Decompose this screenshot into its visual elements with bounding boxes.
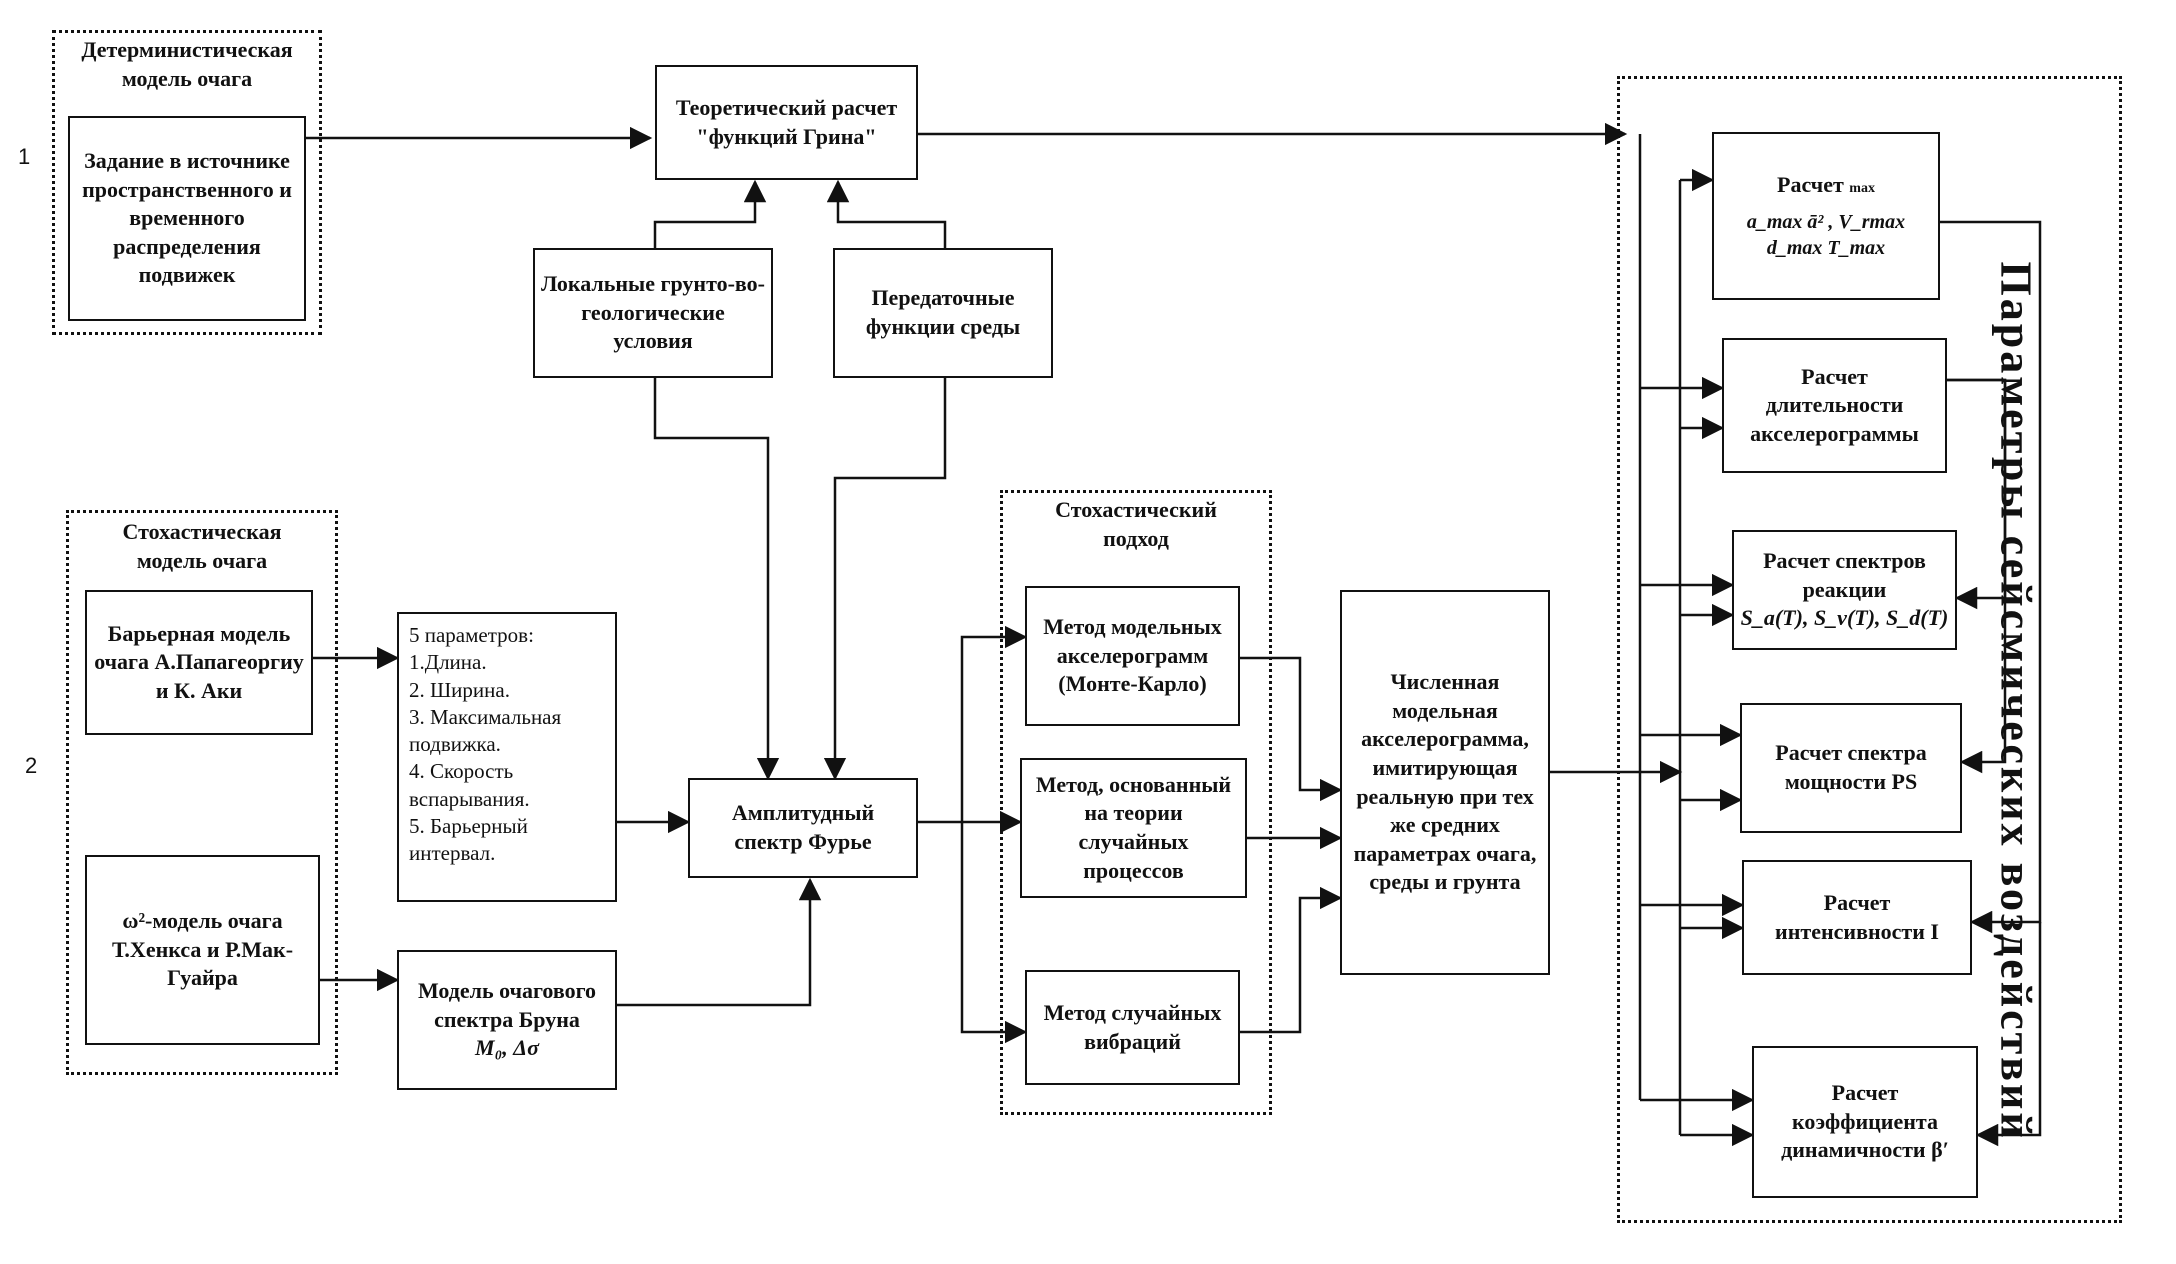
arrow-transfer-to-green <box>826 179 947 248</box>
brune-model-text: Модель очагового спектра Бруна <box>417 978 597 1032</box>
calc-response-title: Расчет спектров реакции <box>1763 548 1926 602</box>
fourier-box: Амплитудный спектр Фурье <box>688 778 918 878</box>
transfer-functions-text: Передаточные функции среды <box>865 285 1021 339</box>
calc-power-box: Расчет спектра мощности PS <box>1740 703 1962 833</box>
random-processes-box: Метод, основанный на теории случайных пр… <box>1020 758 1247 898</box>
param-item-2: 2. Ширина. <box>409 677 510 702</box>
stochastic-approach-group <box>1000 490 1272 1115</box>
calc-duration-text: Расчет длительности акселерограммы <box>1750 363 1919 446</box>
calc-power-text: Расчет спектра мощности PS <box>1775 740 1927 794</box>
seismic-params-title: Параметры сейсмических воздействий <box>1991 261 2041 1141</box>
arrow-local-to-green <box>653 179 767 248</box>
stochastic-model-group-label: Стохастическая модель очага <box>122 519 282 573</box>
calc-response-formula: S_a(T), S_v(T), S_d(T) <box>1740 605 1949 631</box>
arrow-fourier-to-method3 <box>960 822 1028 1044</box>
calc-max-sub: max <box>1849 180 1875 196</box>
brune-model-box: Модель очагового спектра Бруна M₀, Δσ <box>397 950 617 1090</box>
stochastic-approach-group-label: Стохастический подход <box>1055 497 1217 551</box>
omega-model-text: ω²-модель очага Т.Хенкса и Р.Мак-Гуайра <box>111 908 294 991</box>
random-vibrations-box: Метод случайных вибраций <box>1025 970 1240 1085</box>
param-item-5: 5. Барьерный интервал. <box>409 814 528 866</box>
barrier-model-text: Барьерная модель очага А.Папагеоргиу и К… <box>94 620 304 703</box>
calc-max-box: Расчет max a_max ā² , V_rmax d_max T_max <box>1712 132 1940 300</box>
calc-intensity-text: Расчет интенсивности I <box>1775 889 1939 944</box>
omega-model-box: ω²-модель очага Т.Хенкса и Р.Мак-Гуайра <box>85 855 320 1045</box>
fourier-text: Амплитудный спектр Фурье <box>731 800 875 854</box>
monte-carlo-box: Метод модельных акселерограмм (Монте-Кар… <box>1025 586 1240 726</box>
random-vibrations-text: Метод случайных вибраций <box>1043 999 1222 1054</box>
numeric-accelerogram-text: Численная модельная акселерограмма, имит… <box>1353 669 1537 895</box>
feedback-max-to-dynamic <box>1975 922 2042 1147</box>
transfer-functions-box: Передаточные функции среды <box>833 248 1053 378</box>
feedback-max-to-intensity <box>1940 220 2042 934</box>
green-functions-box: Теоретический расчет "функций Грина" <box>655 65 918 180</box>
row-label-2: 2 <box>25 753 38 778</box>
calc-max-line2: d_max T_max <box>1766 237 1886 260</box>
local-conditions-box: Локальные грунто-во-геологические услови… <box>533 248 773 378</box>
source-distribution-box: Задание в источнике пространственного и … <box>68 116 306 321</box>
numeric-accelerogram-box: Численная модельная акселерограмма, имит… <box>1340 590 1550 975</box>
arrow-local-to-fourier <box>653 378 780 781</box>
monte-carlo-text: Метод модельных акселерограмм (Монте-Кар… <box>1043 614 1222 697</box>
calc-response-box: Расчет спектров реакции S_a(T), S_v(T), … <box>1732 530 1957 650</box>
arrow-brune-to-fourier <box>617 877 822 1007</box>
local-conditions-text: Локальные грунто-во-геологические услови… <box>541 271 765 354</box>
row-label-1: 1 <box>18 144 31 169</box>
source-distribution-text: Задание в источнике пространственного и … <box>82 148 292 288</box>
random-processes-text: Метод, основанный на теории случайных пр… <box>1035 771 1232 883</box>
calc-max-title: Расчет max <box>1777 171 1875 200</box>
stochastic-model-group <box>66 510 338 1075</box>
feedback-duration-to-power <box>1947 378 2007 774</box>
deterministic-group-label: Детерминистическая модель очага <box>81 37 293 91</box>
calc-max-line1: a_max ā² , V_rmax <box>1746 211 1906 234</box>
param-item-3: 3. Максимальная подвижка. <box>409 704 562 757</box>
five-params-title: 5 параметров: <box>409 623 534 647</box>
seismic-params-group <box>1617 76 2122 1223</box>
calc-max-title-text: Расчет <box>1777 171 1844 197</box>
brune-params: M₀, Δσ <box>475 1035 539 1061</box>
param-item-1: 1.Длина. <box>409 650 487 675</box>
deterministic-group <box>52 30 322 335</box>
param-item-4: 4. Скорость вспарывания. <box>409 759 530 811</box>
calc-dynamic-box: Расчет коэффициента динамичности β′ <box>1752 1046 1978 1198</box>
barrier-model-box: Барьерная модель очага А.Папагеоргиу и К… <box>85 590 313 735</box>
green-functions-text: Теоретический расчет "функций Грина" <box>675 94 898 149</box>
arrow-transfer-to-fourier <box>823 378 947 781</box>
five-params-box: 5 параметров: 1.Длина. 2. Ширина. 3. Мак… <box>397 612 617 902</box>
calc-intensity-box: Расчет интенсивности I <box>1742 860 1972 975</box>
calc-dynamic-text: Расчет коэффициента динамичности β′ <box>1781 1080 1949 1163</box>
arrow-fourier-to-methods <box>918 625 1028 824</box>
calc-duration-box: Расчет длительности акселерограммы <box>1722 338 1947 473</box>
